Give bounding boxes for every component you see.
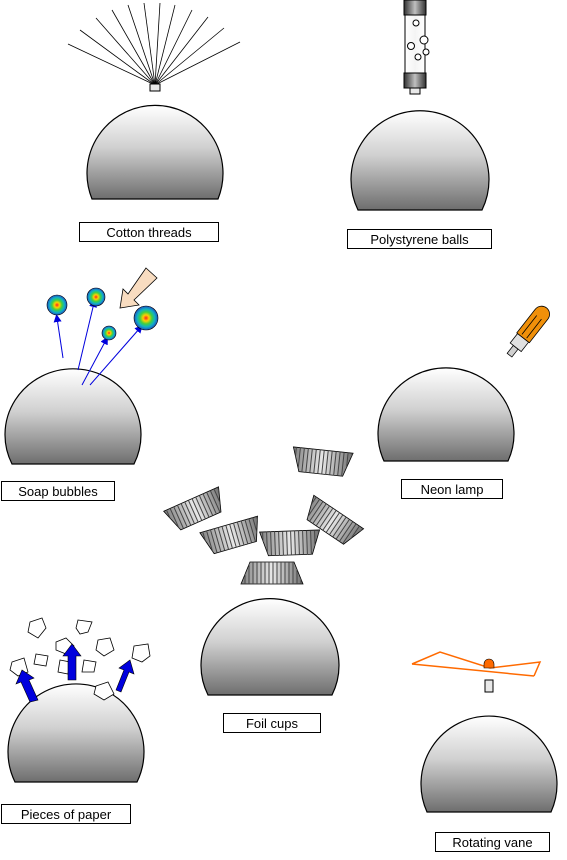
label-cotton-threads: Cotton threads — [79, 222, 219, 242]
foil-cup — [306, 494, 365, 545]
dome-terminal — [409, 87, 421, 95]
dome — [377, 367, 515, 462]
foil-cup — [292, 446, 354, 477]
label-foil-cups: Foil cups — [223, 713, 321, 733]
dome — [350, 110, 490, 211]
cotton-threads-demo — [67, 2, 241, 200]
neon-lamp-demo — [377, 305, 550, 462]
bubble — [86, 287, 106, 307]
polystyrene-balls — [407, 19, 430, 61]
bubble — [46, 294, 68, 316]
rotating-vane-demo — [411, 651, 558, 813]
paper-pieces — [9, 617, 151, 701]
paper-pieces-demo — [7, 617, 151, 783]
polystyrene-demo — [350, 0, 490, 211]
label-pieces-of-paper: Pieces of paper — [1, 804, 131, 824]
label-polystyrene-balls: Polystyrene balls — [347, 229, 492, 249]
dome — [4, 368, 142, 465]
vane-pivot — [483, 658, 495, 669]
label-rotating-vane: Rotating vane — [435, 832, 550, 852]
vane — [411, 651, 542, 677]
dome — [86, 104, 224, 200]
label-soap-bubbles: Soap bubbles — [1, 481, 115, 501]
soap-bubbles-demo — [4, 267, 159, 465]
foil-cups-demo — [163, 446, 365, 696]
dome-terminal — [484, 679, 494, 693]
foil-cup — [259, 529, 321, 557]
neon-lamp — [506, 305, 550, 358]
dome-terminal — [149, 83, 161, 92]
incoming-arrow — [119, 267, 158, 309]
bubble — [133, 305, 159, 331]
foil-cup — [240, 561, 304, 585]
cotton-threads — [67, 2, 241, 86]
foil-cup — [199, 515, 258, 555]
dome — [420, 715, 558, 813]
dome — [200, 598, 340, 696]
tube-bottom-cap — [403, 72, 427, 89]
soap-bubbles — [46, 287, 159, 341]
tube-top-cap — [403, 0, 427, 16]
dome — [7, 683, 145, 783]
bubble — [101, 325, 117, 341]
force-arrows — [15, 643, 135, 703]
bubble-paths — [53, 299, 143, 386]
foil-cup — [163, 486, 222, 531]
label-neon-lamp: Neon lamp — [401, 479, 503, 499]
